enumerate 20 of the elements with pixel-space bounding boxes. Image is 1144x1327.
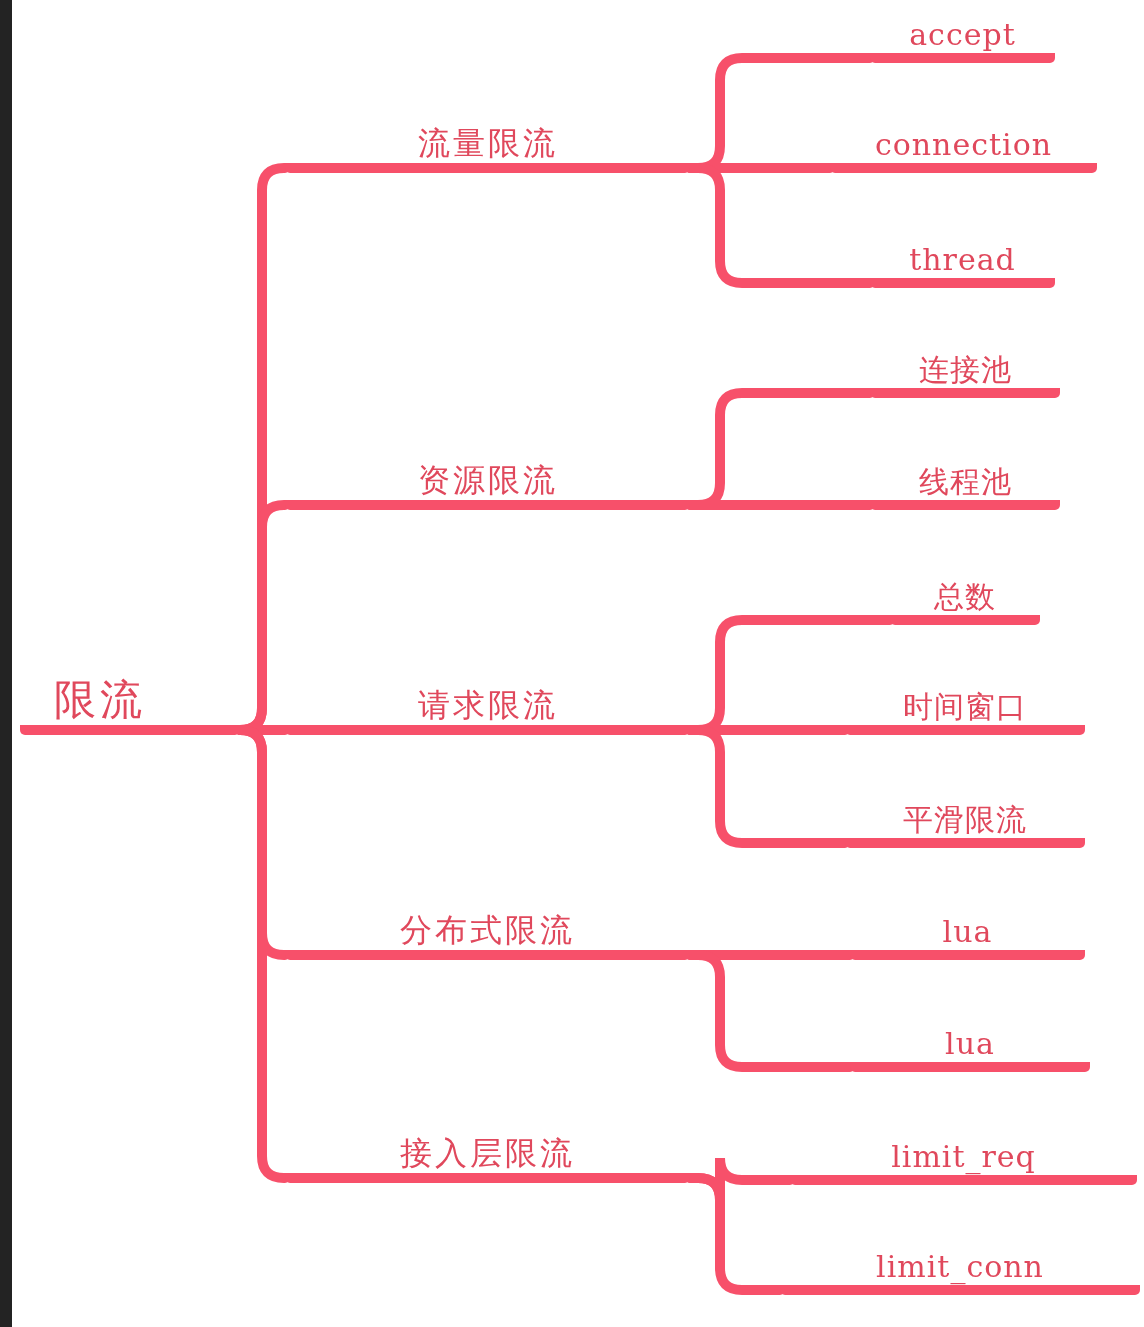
topic-label: 连接池	[918, 353, 1012, 386]
topic-label: 时间窗口	[903, 690, 1027, 723]
topic-label: 总数	[934, 580, 996, 613]
topic-label: lua	[945, 1027, 995, 1060]
topic-label: thread	[909, 243, 1016, 276]
topic-label: limit_conn	[876, 1250, 1044, 1283]
topic-label: lua	[942, 915, 993, 948]
topic-label: 资源限流	[417, 462, 558, 498]
topic-label: 平滑限流	[903, 803, 1027, 836]
topic-label: 限流	[54, 676, 146, 723]
branch-line	[685, 500, 875, 510]
topic-label: 分布式限流	[400, 912, 575, 948]
topic-label: 接入层限流	[400, 1135, 575, 1171]
topic-label: limit_req	[891, 1140, 1036, 1173]
topic-label: 线程池	[918, 465, 1012, 498]
branch-line	[685, 1173, 785, 1295]
topic-label: accept	[909, 18, 1016, 51]
topic-label: connection	[874, 128, 1053, 161]
topic-label: 流量限流	[417, 125, 558, 161]
topic-label: 请求限流	[417, 687, 558, 723]
